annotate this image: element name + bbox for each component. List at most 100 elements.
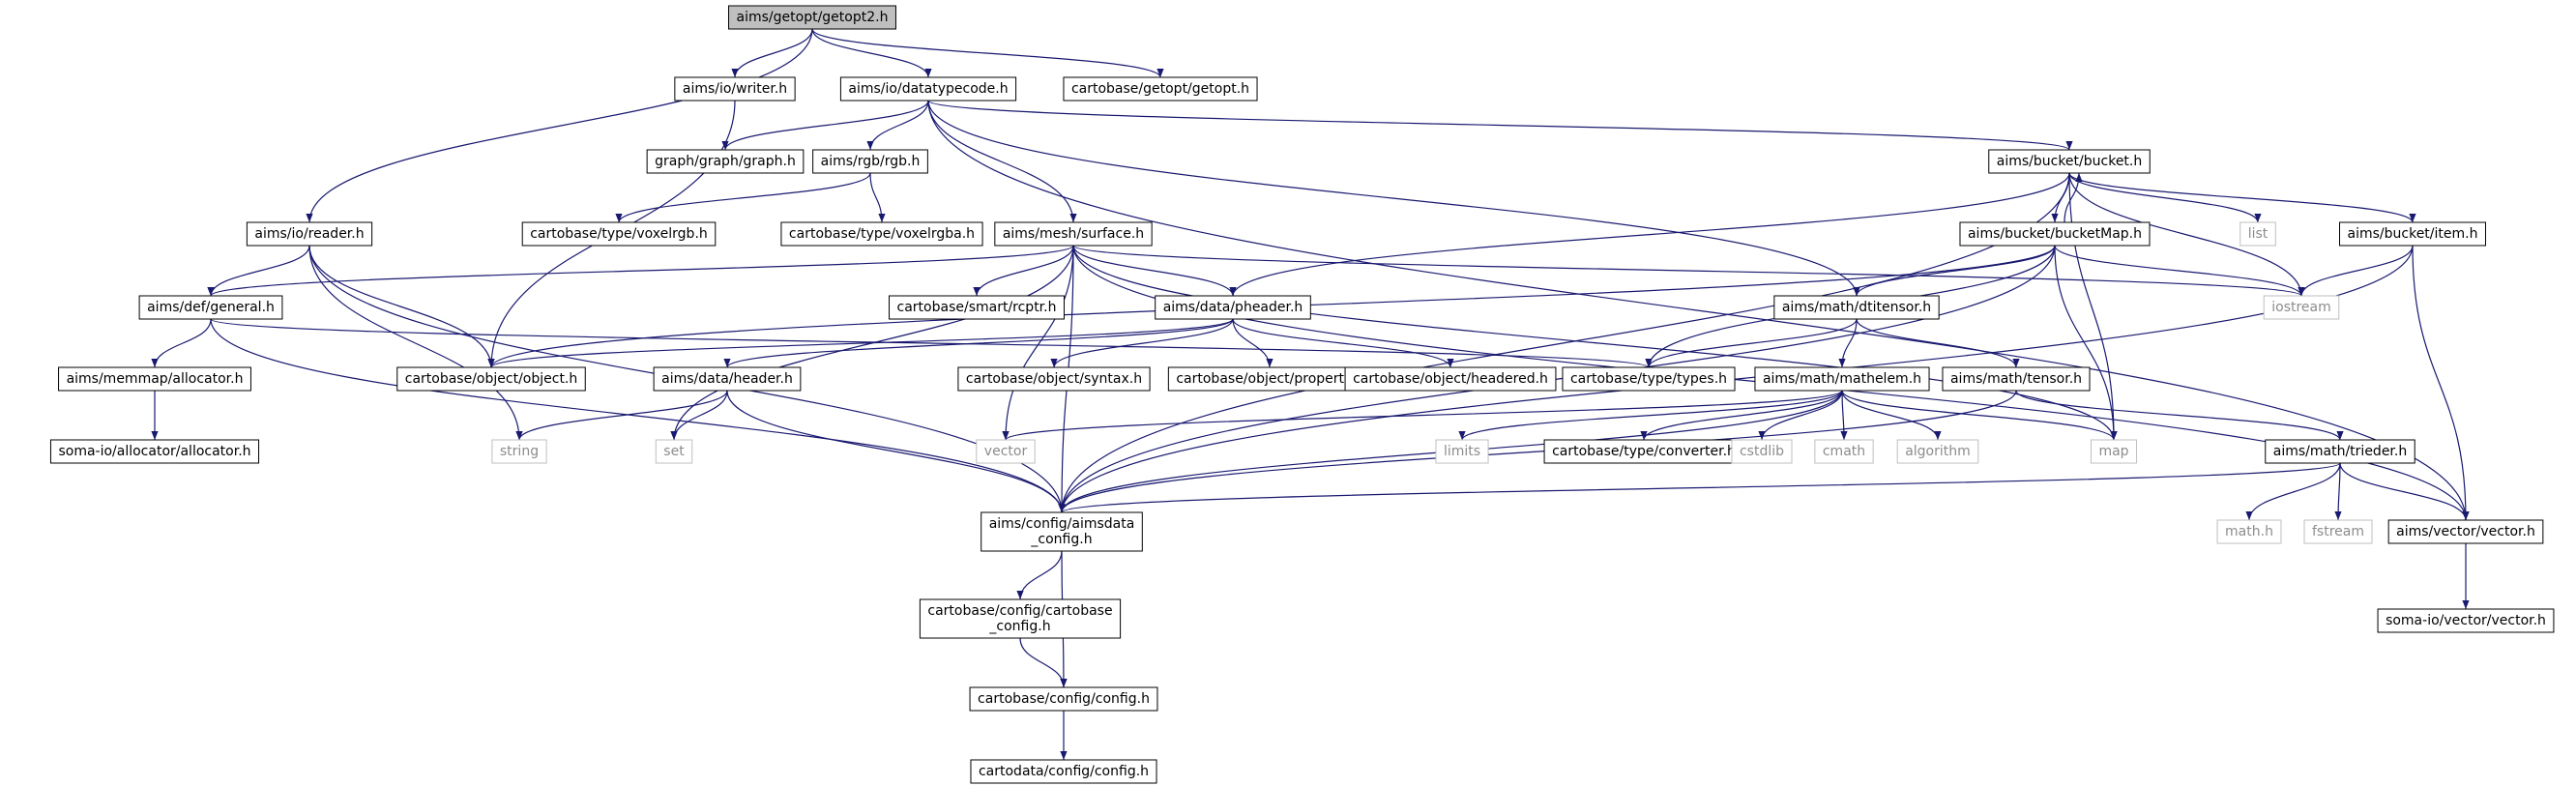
node-label: soma-io/vector/vector.h (2386, 613, 2546, 628)
node-box (2387, 519, 2544, 544)
node-converter[interactable]: cartobase/type/converter.h (1543, 439, 1744, 464)
edge-dtitensor-to-mathelem (1838, 318, 1858, 368)
edge-cartobaseconfig-to-config (1019, 637, 1068, 688)
edge-dtitensor-to-tensor (1856, 318, 2020, 368)
edges-layer (151, 28, 2470, 760)
node-graph[interactable]: graph/graph/graph.h (646, 149, 805, 174)
node-root[interactable]: aims/getopt/getopt2.h (728, 5, 896, 30)
edge-datatypecode-to-vectorh (927, 100, 2470, 521)
node-map: map (2090, 439, 2138, 464)
node-label: aims/io/datatypecode.h (848, 81, 1008, 97)
node-memalloc[interactable]: aims/memmap/allocator.h (58, 366, 251, 392)
node-label: algorithm (1905, 444, 1971, 459)
node-box (2303, 519, 2373, 544)
node-rgb[interactable]: aims/rgb/rgb.h (812, 149, 928, 174)
edge-pheader-to-header (723, 318, 1234, 368)
node-cgetopt[interactable]: cartobase/getopt/getopt.h (1063, 76, 1258, 102)
edge-header-to-string (515, 390, 728, 441)
node-box (2339, 221, 2486, 247)
node-box (1754, 366, 1930, 392)
node-box (246, 221, 373, 247)
node-config[interactable]: cartobase/config/config.h (969, 686, 1158, 712)
node-datatypecode[interactable]: aims/io/datatypecode.h (839, 76, 1017, 102)
node-cartodataconfig[interactable]: cartodata/config/config.h (970, 759, 1157, 784)
nodes-layer: aims/getopt/getopt2.h aims/io/writer.h aim… (49, 5, 2555, 784)
edge-trieder-to-mathh (2245, 462, 2341, 521)
node-label: aims/math/mathelem.h (1763, 371, 1921, 387)
node-label: aims/math/trieder.h (2273, 444, 2407, 459)
node-types[interactable]: cartobase/type/types.h (1562, 366, 1736, 392)
node-box (1814, 439, 1874, 464)
node-box (2377, 608, 2555, 633)
node-label: cartodata/config/config.h (979, 764, 1149, 779)
node-label: aims/rgb/rgb.h (821, 154, 921, 169)
node-trieder[interactable]: aims/math/trieder.h (2265, 439, 2415, 464)
node-box (957, 366, 1151, 392)
node-somaalloc[interactable]: soma-io/allocator/allocator.h (49, 439, 260, 464)
edge-trieder-to-fstream (2334, 462, 2342, 521)
node-box (1562, 366, 1736, 392)
node-box (1942, 366, 2091, 392)
node-tensor[interactable]: aims/math/tensor.h (1942, 366, 2091, 392)
edge-rgb-to-voxelrgb (615, 172, 871, 223)
node-bucket[interactable]: aims/bucket/bucket.h (1988, 149, 2151, 174)
edge-surface-to-pheader (1072, 245, 1237, 297)
node-box (839, 76, 1017, 102)
node-general[interactable]: aims/def/general.h (138, 295, 283, 320)
node-syntax[interactable]: cartobase/object/syntax.h (957, 366, 1151, 392)
edge-mathelem-to-converter (1640, 390, 1843, 441)
node-box (58, 366, 251, 392)
edge-reader-to-general (207, 245, 310, 297)
node-string: string (491, 439, 547, 464)
node-voxelrgba[interactable]: cartobase/type/voxelrgba.h (780, 221, 983, 247)
node-writer[interactable]: aims/io/writer.h (674, 76, 796, 102)
node-label: fstream (2312, 524, 2364, 539)
node-bucketmap[interactable]: aims/bucket/bucketMap.h (1959, 221, 2151, 247)
edge-mathelem-to-cmath (1840, 390, 1848, 441)
node-label: soma-io/allocator/allocator.h (58, 444, 250, 459)
node-label: cmath (1823, 444, 1865, 459)
node-label: aims/vector/vector.h (2396, 524, 2535, 539)
node-property[interactable]: cartobase/object/property.h (1167, 366, 1372, 392)
edge-general-to-aimsdataconfig (210, 318, 1066, 513)
node-label: aims/mesh/surface.h (1003, 226, 1144, 242)
node-mathelem[interactable]: aims/math/mathelem.h (1754, 366, 1930, 392)
edge-pheader-to-object (487, 318, 1234, 368)
node-item[interactable]: aims/bucket/item.h (2339, 221, 2486, 247)
node-box (2265, 439, 2415, 464)
node-box (969, 686, 1158, 712)
node-somavector[interactable]: soma-io/vector/vector.h (2377, 608, 2555, 633)
node-reader[interactable]: aims/io/reader.h (246, 221, 373, 247)
node-dtitensor[interactable]: aims/math/dtitensor.h (1773, 295, 1940, 320)
node-rcptr[interactable]: cartobase/smart/rcptr.h (889, 295, 1065, 320)
node-headered[interactable]: cartobase/object/headered.h (1344, 366, 1557, 392)
node-cstdlib: cstdlib (1731, 439, 1793, 464)
node-aimsdataconfig[interactable]: aims/config/aimsdata_config.h (981, 511, 1143, 552)
edge-item-to-vectorh (2412, 245, 2470, 521)
node-surface[interactable]: aims/mesh/surface.h (994, 221, 1153, 247)
node-box (655, 439, 693, 464)
node-label: cartobase/type/voxelrgb.h (530, 226, 708, 242)
node-voxelrgb[interactable]: cartobase/type/voxelrgb.h (521, 221, 717, 247)
node-box (1155, 295, 1311, 320)
node-vectorh[interactable]: aims/vector/vector.h (2387, 519, 2544, 544)
node-label: aims/bucket/bucketMap.h (1968, 226, 2142, 242)
node-pheader[interactable]: aims/data/pheader.h (1155, 295, 1311, 320)
node-set: set (655, 439, 693, 464)
node-label: cartobase/type/converter.h (1552, 444, 1736, 459)
node-object[interactable]: cartobase/object/object.h (396, 366, 586, 392)
node-label: aims/memmap/allocator.h (67, 371, 244, 387)
edge-bucketmap-to-map (2054, 245, 2118, 441)
edge-trieder-to-vectorh (2339, 462, 2470, 521)
node-label: aims/config/aimsdata (989, 516, 1135, 532)
node-label: limits (1444, 444, 1480, 459)
node-label: aims/def/general.h (147, 300, 275, 315)
node-cartobaseconfig[interactable]: cartobase/config/cartobase_config.h (919, 598, 1122, 639)
node-box (2216, 519, 2282, 544)
node-label: _config.h (988, 619, 1050, 634)
node-iostream: iostream (2263, 295, 2340, 320)
node-box (1959, 221, 2151, 247)
edge-bucket-to-iostream (2068, 172, 2305, 297)
node-label: cartobase/type/voxelrgba.h (789, 226, 975, 242)
node-header[interactable]: aims/data/header.h (653, 366, 802, 392)
